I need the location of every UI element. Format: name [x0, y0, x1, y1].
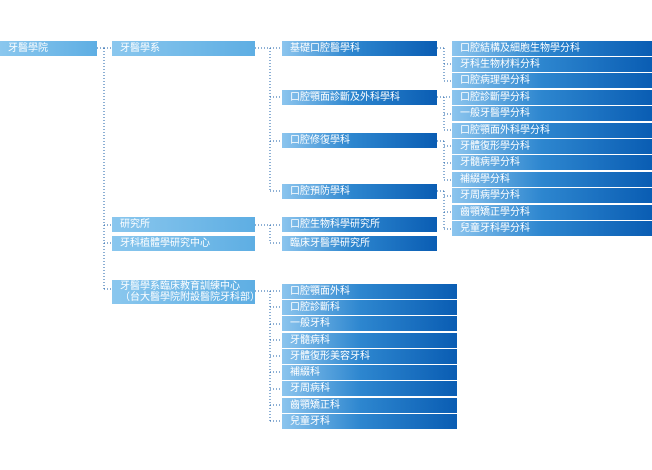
- node-clinic: 口腔顎面外科: [282, 284, 457, 299]
- node-division: 牙科生物材料分科: [452, 57, 652, 72]
- node-clinic: 牙髓病科: [282, 333, 457, 348]
- node-clinic: 牙周病科: [282, 381, 457, 396]
- node-division: 口腔病理學分科: [452, 73, 652, 88]
- node-clinic: 補綴科: [282, 365, 457, 380]
- node-division: 口腔顎面外科學分科: [452, 123, 652, 138]
- node-clinic: 齒顎矯正科: [282, 398, 457, 413]
- node-institute-unit: 口腔生物科學研究所: [282, 217, 437, 232]
- node-division: 牙周病學分科: [452, 188, 652, 203]
- node-clinic: 兒童牙科: [282, 414, 457, 429]
- node-division: 一般牙醫學分科: [452, 106, 652, 121]
- node-dept: 牙醫學系: [112, 41, 255, 56]
- node-clinic: 一般牙科: [282, 316, 457, 331]
- node-division: 齒顎矯正學分科: [452, 205, 652, 220]
- training-center-line1: 牙醫學系臨床教育訓練中心: [120, 281, 240, 292]
- node-division: 口腔診斷學分科: [452, 90, 652, 105]
- node-division: 補綴學分科: [452, 172, 652, 187]
- node-training-center: 牙醫學系臨床教育訓練中心 （台大醫學院附設醫院牙科部）: [112, 280, 255, 304]
- node-institute-unit: 臨床牙醫學研究所: [282, 236, 437, 251]
- node-subject: 口腔顎面診斷及外科學科: [282, 90, 437, 105]
- node-subject: 口腔修復學科: [282, 133, 437, 148]
- node-implant-center: 牙科植體學研究中心: [112, 236, 255, 251]
- node-subject: 基礎口腔醫學科: [282, 41, 437, 56]
- node-subject: 口腔預防學科: [282, 184, 437, 199]
- node-institute: 研究所: [112, 217, 255, 232]
- node-division: 兒童牙科學分科: [452, 221, 652, 236]
- node-clinic: 牙體復形美容牙科: [282, 349, 457, 364]
- node-division: 口腔結構及細胞生物學分科: [452, 41, 652, 56]
- node-division: 牙髓病學分科: [452, 155, 652, 170]
- training-center-line2: （台大醫學院附設醫院牙科部）: [120, 292, 255, 303]
- node-root: 牙醫學院: [0, 41, 97, 56]
- node-clinic: 口腔診斷科: [282, 300, 457, 315]
- node-division: 牙體復形學分科: [452, 139, 652, 154]
